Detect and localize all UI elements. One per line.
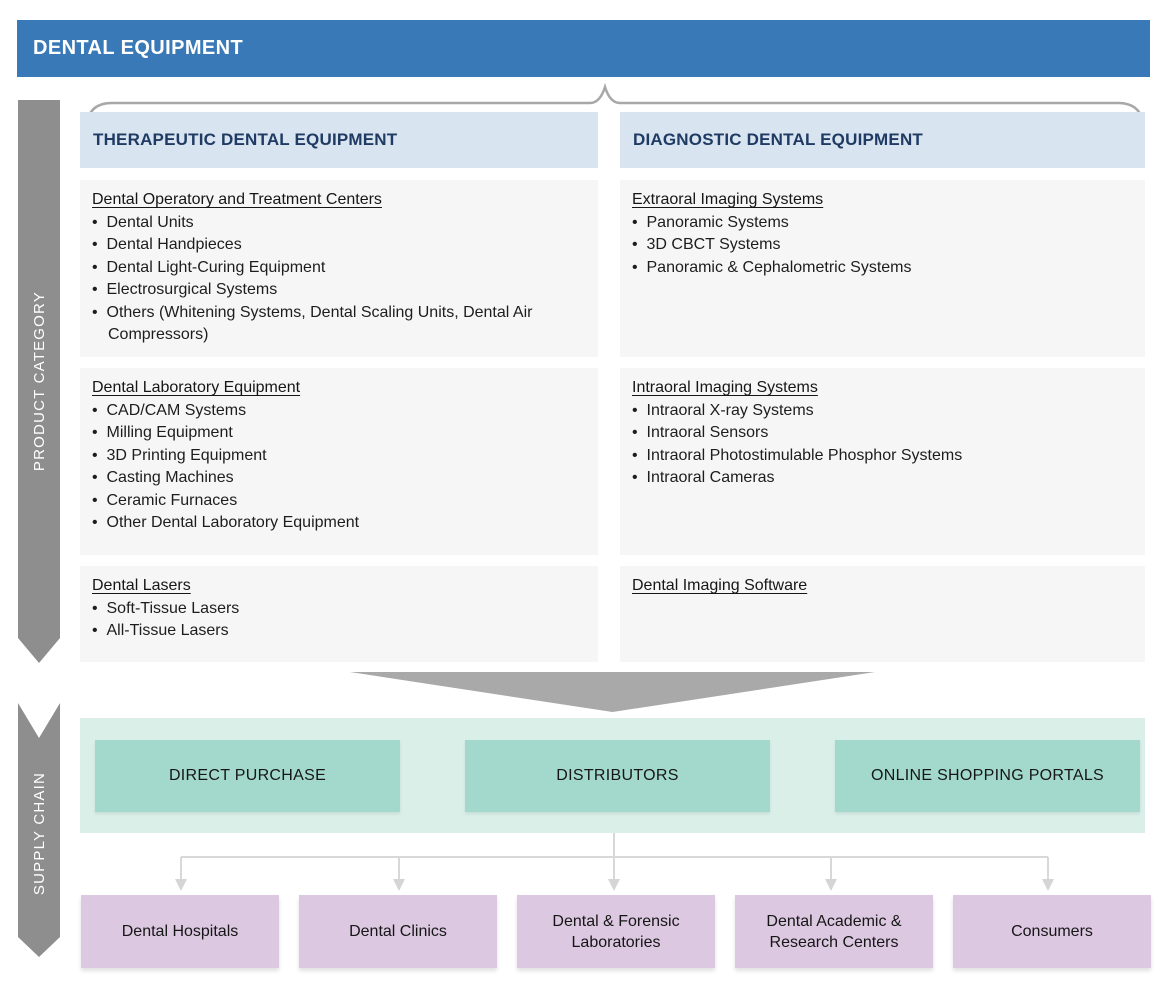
list-item: Intraoral Sensors <box>632 422 1135 445</box>
list-item: Intraoral Cameras <box>632 467 1135 490</box>
list-item: Panoramic Systems <box>632 212 1135 235</box>
list-item: Ceramic Furnaces <box>92 490 588 513</box>
brace-connector-icon <box>85 83 1145 132</box>
list-item: All-Tissue Lasers <box>92 620 588 643</box>
box-heading: Dental Operatory and Treatment Centers <box>92 191 382 208</box>
end-user-dental-forensic-laboratories: Dental & Forensic Laboratories <box>517 895 715 968</box>
box-dental-lasers: Dental Lasers Soft-Tissue Lasers All-Tis… <box>80 566 598 662</box>
list-item: Dental Handpieces <box>92 234 588 257</box>
channel-direct-purchase: DIRECT PURCHASE <box>95 740 400 812</box>
list-item: 3D CBCT Systems <box>632 234 1135 257</box>
column-header-diagnostic-label: DIAGNOSTIC DENTAL EQUIPMENT <box>633 130 924 149</box>
connector-lines-icon <box>175 833 1054 891</box>
list-item: 3D Printing Equipment <box>92 445 588 468</box>
column-diagnostic: DIAGNOSTIC DENTAL EQUIPMENT Extraoral Im… <box>620 112 1145 662</box>
ribbon-supply-chain: SUPPLY CHAIN <box>18 703 60 957</box>
column-header-therapeutic-label: THERAPEUTIC DENTAL EQUIPMENT <box>93 130 398 149</box>
box-extraoral-imaging: Extraoral Imaging Systems Panoramic Syst… <box>620 180 1145 357</box>
ribbon-product-category: PRODUCT CATEGORY <box>18 100 60 663</box>
box-dental-operatory: Dental Operatory and Treatment Centers D… <box>80 180 598 357</box>
box-heading: Dental Imaging Software <box>632 577 808 594</box>
list-item: Dental Units <box>92 212 588 235</box>
bullet-list: Panoramic Systems 3D CBCT Systems Panora… <box>632 212 1135 280</box>
bullet-list: Intraoral X-ray Systems Intraoral Sensor… <box>632 400 1135 490</box>
end-user-dental-academic-research-centers: Dental Academic & Research Centers <box>735 895 933 968</box>
list-item: Panoramic & Cephalometric Systems <box>632 257 1135 280</box>
column-therapeutic: THERAPEUTIC DENTAL EQUIPMENT Dental Oper… <box>80 112 598 662</box>
box-heading: Dental Lasers <box>92 577 191 594</box>
list-item: Casting Machines <box>92 467 588 490</box>
list-item: Others (Whitening Systems, Dental Scalin… <box>92 302 588 347</box>
box-heading: Intraoral Imaging Systems <box>632 379 818 396</box>
end-user-consumers: Consumers <box>953 895 1151 968</box>
box-dental-imaging-software: Dental Imaging Software <box>620 566 1145 662</box>
list-item: Other Dental Laboratory Equipment <box>92 512 588 535</box>
list-item: Intraoral X-ray Systems <box>632 400 1135 423</box>
list-item: CAD/CAM Systems <box>92 400 588 423</box>
page-title: DENTAL EQUIPMENT <box>33 37 244 59</box>
bullet-list: Soft-Tissue Lasers All-Tissue Lasers <box>92 598 588 643</box>
column-header-therapeutic: THERAPEUTIC DENTAL EQUIPMENT <box>80 112 598 168</box>
box-dental-laboratory: Dental Laboratory Equipment CAD/CAM Syst… <box>80 368 598 555</box>
list-item: Intraoral Photostimulable Phosphor Syste… <box>632 445 1135 468</box>
channel-distributors: DISTRIBUTORS <box>465 740 770 812</box>
list-item: Electrosurgical Systems <box>92 279 588 302</box>
box-intraoral-imaging: Intraoral Imaging Systems Intraoral X-ra… <box>620 368 1145 555</box>
down-arrow-icon <box>350 672 875 712</box>
bullet-list: Dental Units Dental Handpieces Dental Li… <box>92 212 588 347</box>
box-heading: Extraoral Imaging Systems <box>632 191 824 208</box>
supply-chain-band: DIRECT PURCHASE DISTRIBUTORS ONLINE SHOP… <box>80 718 1145 833</box>
column-header-diagnostic: DIAGNOSTIC DENTAL EQUIPMENT <box>620 112 1145 168</box>
ribbon-product-category-label: PRODUCT CATEGORY <box>30 291 48 472</box>
end-user-dental-clinics: Dental Clinics <box>299 895 497 968</box>
list-item: Dental Light-Curing Equipment <box>92 257 588 280</box>
list-item: Soft-Tissue Lasers <box>92 598 588 621</box>
title-bar: DENTAL EQUIPMENT <box>17 20 1150 77</box>
end-user-dental-hospitals: Dental Hospitals <box>81 895 279 968</box>
bullet-list: CAD/CAM Systems Milling Equipment 3D Pri… <box>92 400 588 535</box>
list-item: Milling Equipment <box>92 422 588 445</box>
box-heading: Dental Laboratory Equipment <box>92 379 301 396</box>
channel-online-shopping-portals: ONLINE SHOPPING PORTALS <box>835 740 1140 812</box>
